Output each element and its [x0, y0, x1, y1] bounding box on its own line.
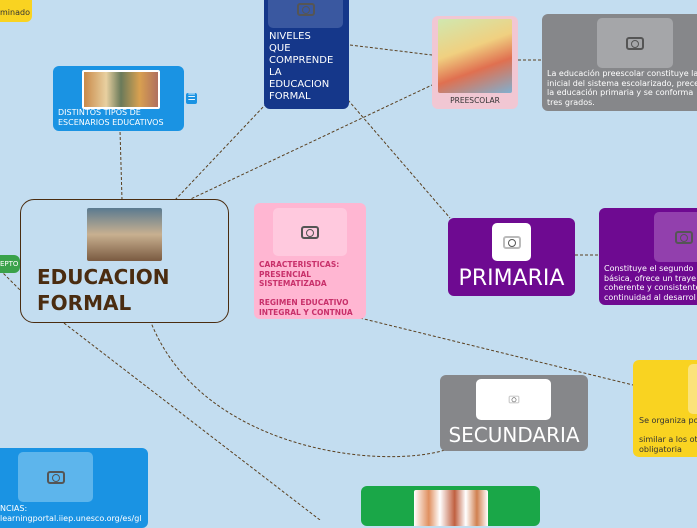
image-placeholder: [597, 18, 673, 68]
node-primaria-desc[interactable]: Constituye el segundo básica, ofrece un …: [599, 208, 697, 305]
camera-icon: [46, 470, 65, 484]
node-label: PRIMARIA: [458, 266, 565, 291]
people-image: [414, 490, 488, 526]
classroom-collage-image: [82, 70, 160, 109]
node-secundaria[interactable]: SECUNDARIA: [440, 375, 588, 451]
camera-icon: [301, 225, 319, 239]
preschool-image: [438, 19, 512, 93]
node-escenarios[interactable]: DISTINTOS TIPOS DE ESCENARIOS EDUCATIVOS: [53, 66, 184, 131]
node-label: NCIAS: learningportal.iiep.unesco.org/es…: [0, 504, 142, 523]
node-primaria[interactable]: PRIMARIA: [448, 218, 575, 296]
node-label: La educación preescolar constituye la in…: [547, 69, 697, 107]
node-green-bottom[interactable]: [361, 486, 540, 526]
image-placeholder: [268, 0, 343, 28]
node-label: EPTO: [0, 260, 19, 268]
node-label: Constituye el segundo básica, ofrece un …: [604, 264, 697, 302]
camera-icon: [675, 230, 693, 244]
node-label: SECUNDARIA: [448, 423, 580, 447]
classroom-image: [87, 208, 162, 261]
camera-icon: [502, 235, 521, 249]
node-preescolar-desc[interactable]: La educación preescolar constituye la in…: [542, 14, 697, 111]
camera-icon: [508, 395, 519, 404]
image-placeholder: [273, 208, 347, 256]
central-title: EDUCACION FORMAL: [37, 265, 170, 315]
image-placeholder: [492, 223, 531, 261]
node-secundaria-desc[interactable]: Se organiza po similar a los ot obligato…: [633, 360, 697, 457]
camera-icon: [296, 2, 315, 16]
node-fragment-top-left[interactable]: minado: [0, 0, 32, 22]
notes-icon[interactable]: ☰: [186, 93, 197, 104]
image-placeholder: [18, 452, 93, 502]
camera-icon: [626, 36, 644, 50]
image-placeholder: [476, 379, 551, 420]
node-central-educacion-formal[interactable]: EDUCACION FORMAL: [20, 199, 229, 323]
node-label: minado: [0, 8, 30, 17]
node-niveles[interactable]: NIVELES QUE COMPRENDE LA EDUCACION FORMA…: [264, 0, 349, 109]
node-label: DISTINTOS TIPOS DE ESCENARIOS EDUCATIVOS: [58, 108, 164, 127]
image-placeholder: [654, 212, 697, 262]
node-concepto-fragment[interactable]: EPTO: [0, 255, 20, 273]
node-preescolar[interactable]: PREESCOLAR: [432, 16, 518, 109]
node-label: NIVELES QUE COMPRENDE LA EDUCACION FORMA…: [269, 31, 334, 102]
node-caracteristicas[interactable]: CARACTERISTICAS: PRESENCIAL SISTEMATIZAD…: [254, 203, 366, 319]
node-label: CARACTERISTICAS: PRESENCIAL SISTEMATIZAD…: [259, 260, 353, 317]
image-placeholder: [688, 364, 697, 414]
node-label: Se organiza po similar a los ot obligato…: [639, 416, 697, 454]
node-label: PREESCOLAR: [450, 96, 500, 105]
node-referencias[interactable]: NCIAS: learningportal.iiep.unesco.org/es…: [0, 448, 148, 528]
